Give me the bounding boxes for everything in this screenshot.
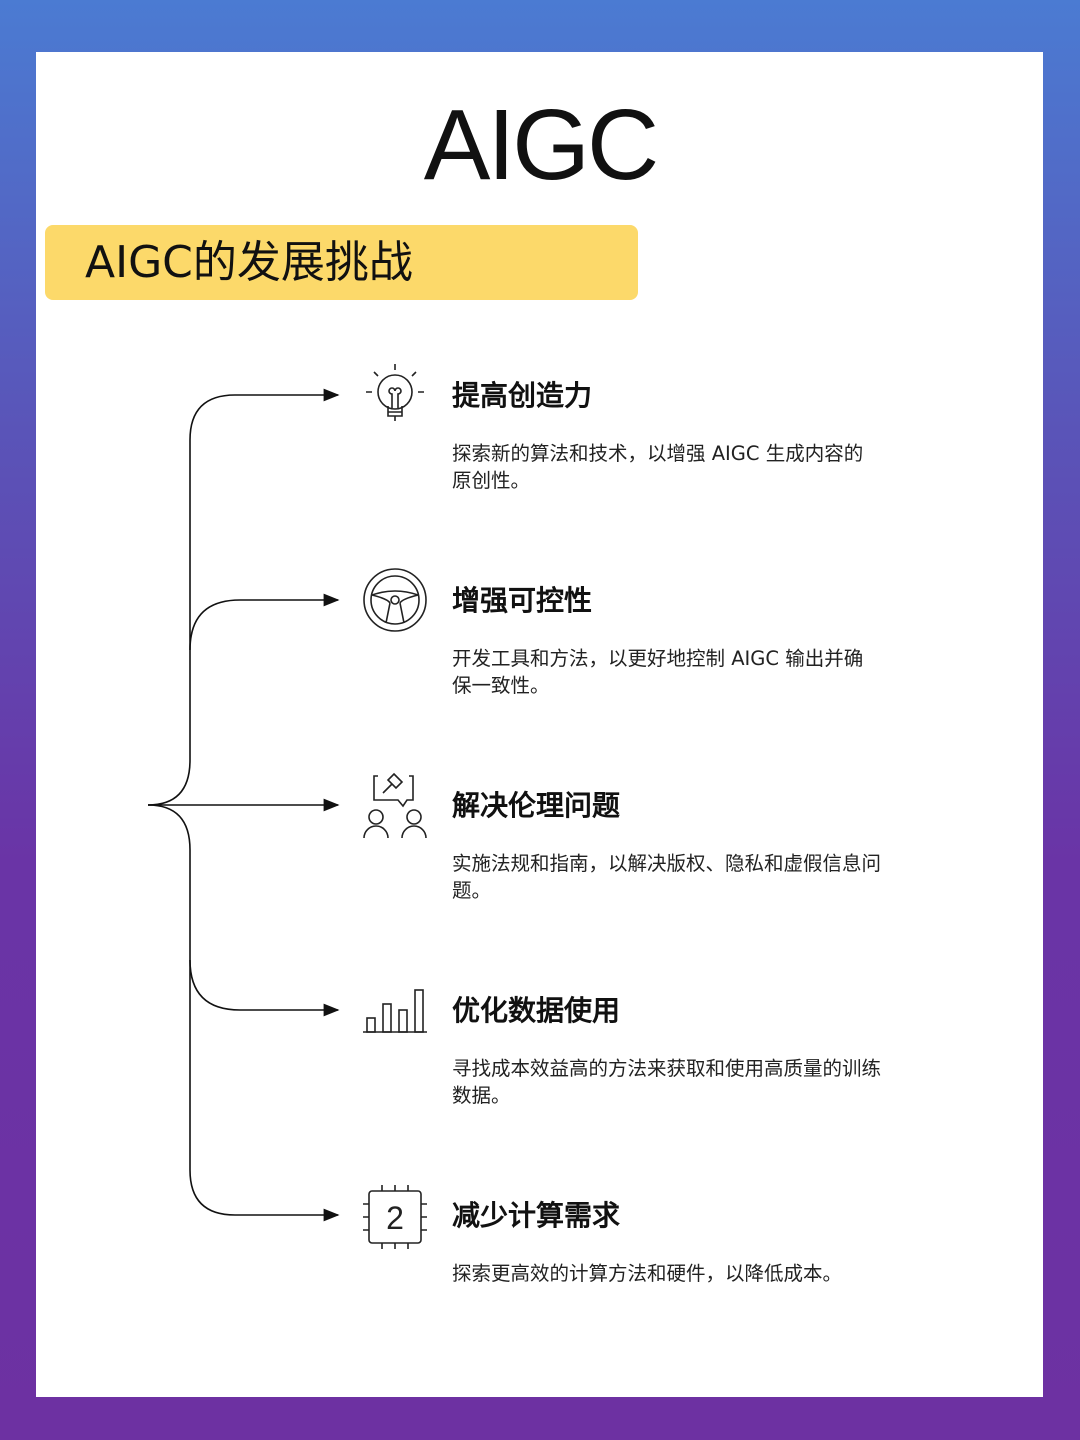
item-description: 探索更高效的计算方法和硬件，以降低成本。 bbox=[452, 1262, 843, 1285]
item-title: 解决伦理问题 bbox=[452, 789, 621, 822]
chip-label: 2 bbox=[386, 1200, 404, 1236]
item-title: 优化数据使用 bbox=[452, 994, 621, 1027]
item-description: 探索新的算法和技术，以增强 AIGC 生成内容的原创性。 bbox=[452, 442, 864, 492]
item-description: 寻找成本效益高的方法来获取和使用高质量的训练数据。 bbox=[452, 1057, 882, 1107]
connector-1 bbox=[147, 388, 340, 806]
connector-2 bbox=[189, 593, 340, 651]
chip-icon: 2 bbox=[363, 1185, 427, 1249]
section-banner: AIGC的发展挑战 bbox=[45, 225, 638, 300]
page-title: AIGC bbox=[423, 89, 659, 201]
item-title: 提高创造力 bbox=[452, 379, 593, 412]
lightbulb-icon bbox=[366, 364, 424, 421]
steering-wheel-icon bbox=[363, 568, 427, 632]
item-description: 实施法规和指南，以解决版权、隐私和虚假信息问题。 bbox=[452, 852, 882, 902]
item-title: 减少计算需求 bbox=[452, 1199, 621, 1232]
item-description: 开发工具和方法，以更好地控制 AIGC 输出并确保一致性。 bbox=[452, 647, 864, 697]
gavel-discussion-icon bbox=[363, 772, 427, 839]
item-title: 增强可控性 bbox=[452, 584, 593, 617]
connector-5 bbox=[189, 960, 340, 1222]
bar-chart-icon bbox=[363, 989, 427, 1033]
connector-4 bbox=[147, 804, 340, 1017]
